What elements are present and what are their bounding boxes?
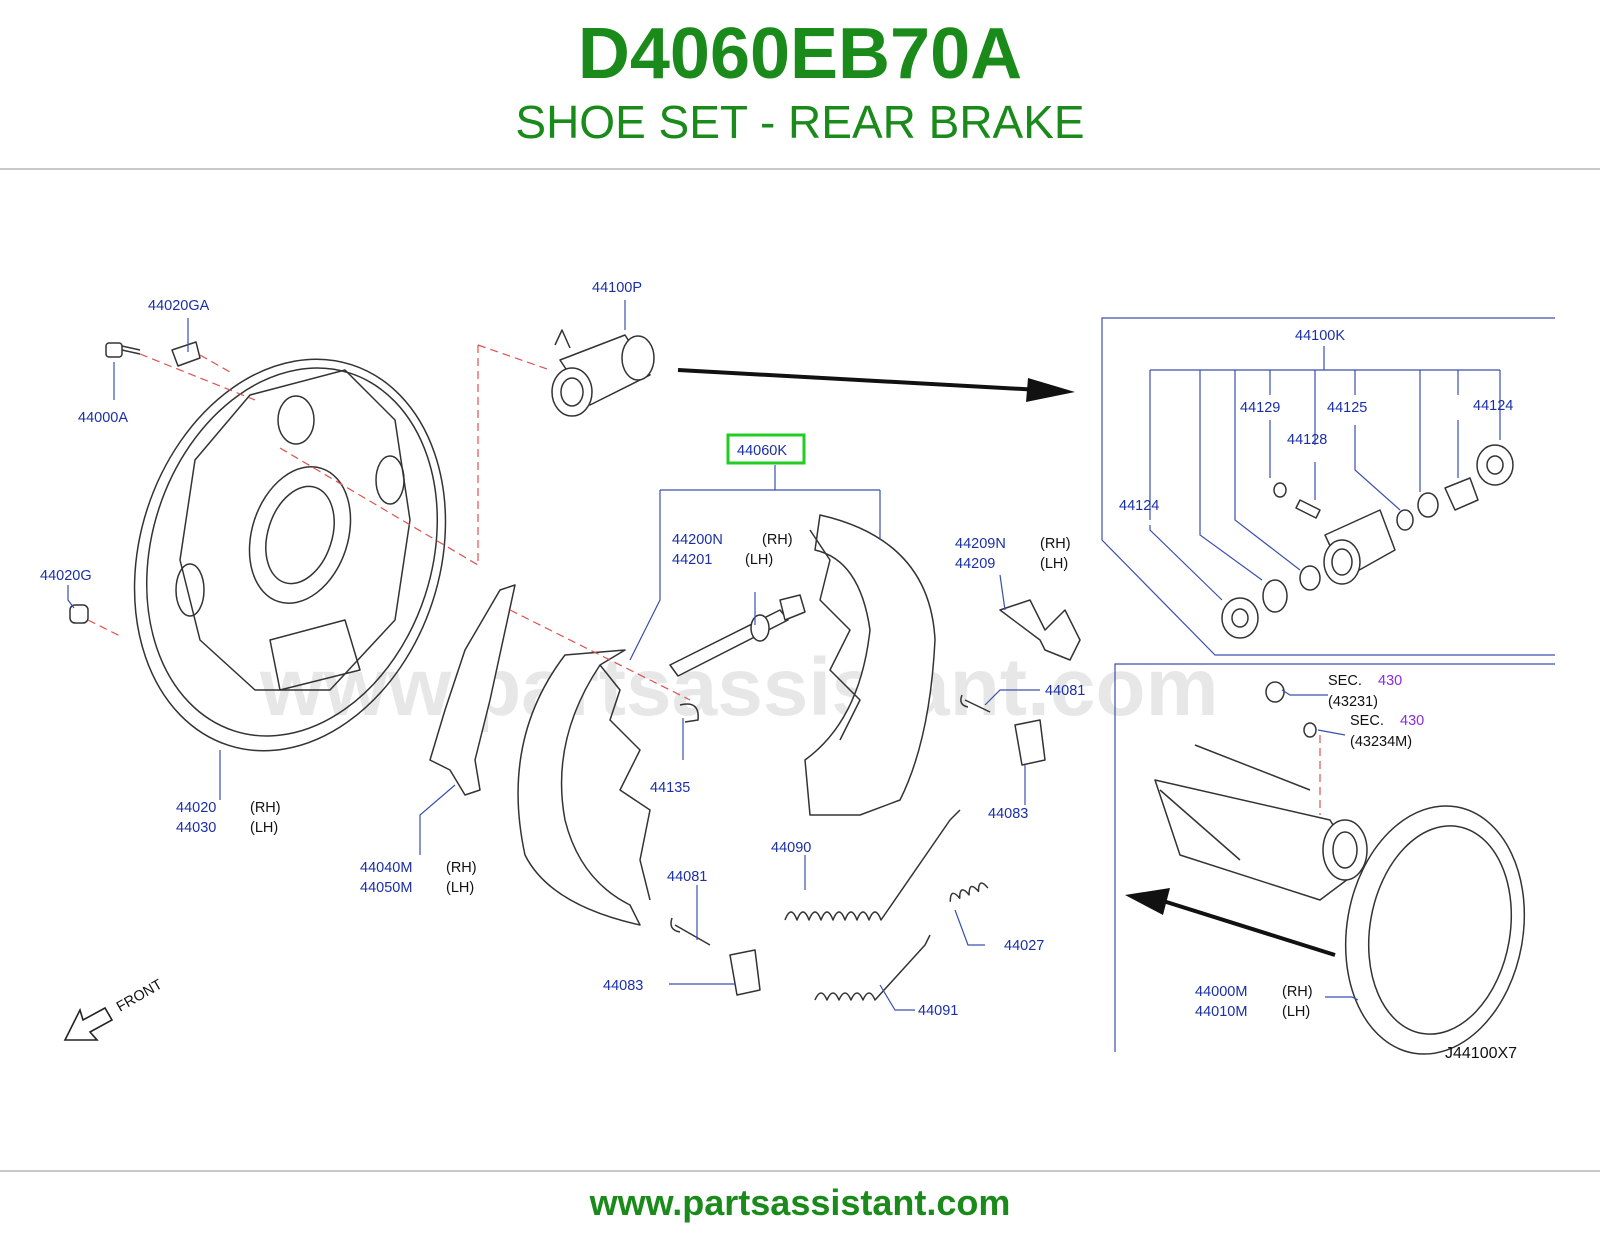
lower-spring-drawing — [814, 934, 931, 1001]
watermark: www.partsassistant.com — [259, 642, 1219, 733]
callout-44060K[interactable]: 44060K — [737, 443, 787, 459]
axle-detail-bracket — [1114, 663, 1555, 1052]
sec-label-2: SEC. — [1350, 713, 1384, 729]
footer-divider — [0, 1170, 1600, 1172]
callout-44050M[interactable]: 44050M — [360, 880, 412, 896]
callout-44100K[interactable]: 44100K — [1295, 328, 1345, 344]
callout-44027[interactable]: 44027 — [1004, 938, 1044, 954]
backing-plate-drawing — [133, 358, 447, 752]
side-rh-44200N: (RH) — [762, 532, 793, 548]
bolt-drawing — [105, 342, 141, 358]
callout-44081-lower[interactable]: 44081 — [667, 869, 707, 885]
callout-44030[interactable]: 44030 — [176, 820, 216, 836]
callout-44091[interactable]: 44091 — [918, 1003, 958, 1019]
plug-drawing — [69, 604, 89, 624]
pin-lower-drawing — [670, 917, 711, 946]
return-spring-drawing — [784, 809, 961, 921]
brake-shoe-left-drawing — [517, 649, 651, 926]
callout-44124-left[interactable]: 44124 — [1119, 498, 1159, 514]
callout-44135[interactable]: 44135 — [650, 780, 690, 796]
front-label: FRONT — [114, 977, 165, 1016]
front-arrow-icon — [63, 1006, 114, 1041]
callout-44124-right[interactable]: 44124 — [1473, 398, 1513, 414]
callout-44129[interactable]: 44129 — [1240, 400, 1280, 416]
callout-44020GA[interactable]: 44020GA — [148, 298, 210, 314]
callout-44201[interactable]: 44201 — [672, 552, 712, 568]
assembly-guide-lines — [87, 344, 1321, 815]
callout-44200N[interactable]: 44200N — [672, 532, 723, 548]
callout-44083-upper[interactable]: 44083 — [988, 806, 1028, 822]
side-lh-44050M: (LH) — [446, 880, 474, 896]
callout-44000A[interactable]: 44000A — [78, 410, 128, 426]
callout-44100P[interactable]: 44100P — [592, 280, 642, 296]
side-lh-44030: (LH) — [250, 820, 278, 836]
part-description: SHOE SET - REAR BRAKE — [515, 96, 1085, 148]
part-number-title: D4060EB70A — [577, 14, 1023, 94]
callout-43234M[interactable]: (43234M) — [1350, 734, 1412, 750]
callout-44020G[interactable]: 44020G — [40, 568, 92, 584]
side-rh-44040M: (RH) — [446, 860, 477, 876]
sec-ref-1[interactable]: 430 — [1378, 673, 1402, 689]
parking-lever-drawing — [429, 584, 516, 796]
front-indicator: FRONT — [63, 977, 165, 1041]
spring-holder-lower-drawing — [729, 949, 761, 996]
side-lh-44010M: (LH) — [1282, 1004, 1310, 1020]
side-rh-44209N: (RH) — [1040, 536, 1071, 552]
sec-label-1: SEC. — [1328, 673, 1362, 689]
side-rh-44020: (RH) — [250, 800, 281, 816]
highlighted-part-box — [726, 433, 806, 465]
leader-lines — [67, 300, 1501, 1011]
cylinder-kit-drawing — [1221, 444, 1514, 639]
callout-44090[interactable]: 44090 — [771, 840, 811, 856]
drawing-code: J44100X7 — [1445, 1045, 1517, 1062]
spring-holder-upper-drawing — [1014, 719, 1046, 766]
grommet-drawing — [171, 341, 201, 367]
callout-44010M[interactable]: 44010M — [1195, 1004, 1247, 1020]
flow-arrow-left — [1125, 888, 1336, 957]
wheel-cylinder-drawing — [551, 329, 655, 417]
header-divider — [0, 168, 1600, 170]
callout-44083-lower[interactable]: 44083 — [603, 978, 643, 994]
callout-44125[interactable]: 44125 — [1327, 400, 1367, 416]
cylinder-kit-bracket — [1101, 317, 1555, 656]
callout-44000M[interactable]: 44000M — [1195, 984, 1247, 1000]
callout-43231[interactable]: (43231) — [1328, 694, 1378, 710]
callout-44209[interactable]: 44209 — [955, 556, 995, 572]
retainer-clip-drawing — [679, 703, 699, 723]
sec-ref-2[interactable]: 430 — [1400, 713, 1424, 729]
strut-drawing — [999, 599, 1081, 661]
pin-upper-drawing — [960, 694, 991, 713]
callout-44209N[interactable]: 44209N — [955, 536, 1006, 552]
side-lh-44201: (LH) — [745, 552, 773, 568]
side-lh-44209: (LH) — [1040, 556, 1068, 572]
axle-assembly-drawing — [1154, 681, 1526, 1055]
flow-arrow-right — [677, 368, 1075, 402]
footer-website-link[interactable]: www.partsassistant.com — [589, 1182, 1011, 1223]
side-rh-44000M: (RH) — [1282, 984, 1313, 1000]
brake-shoe-right-drawing — [804, 514, 936, 816]
callout-44020[interactable]: 44020 — [176, 800, 216, 816]
callout-44081-upper[interactable]: 44081 — [1045, 683, 1085, 699]
callout-44040M[interactable]: 44040M — [360, 860, 412, 876]
adjuster-spring-drawing — [949, 882, 989, 902]
callout-44128[interactable]: 44128 — [1287, 432, 1327, 448]
